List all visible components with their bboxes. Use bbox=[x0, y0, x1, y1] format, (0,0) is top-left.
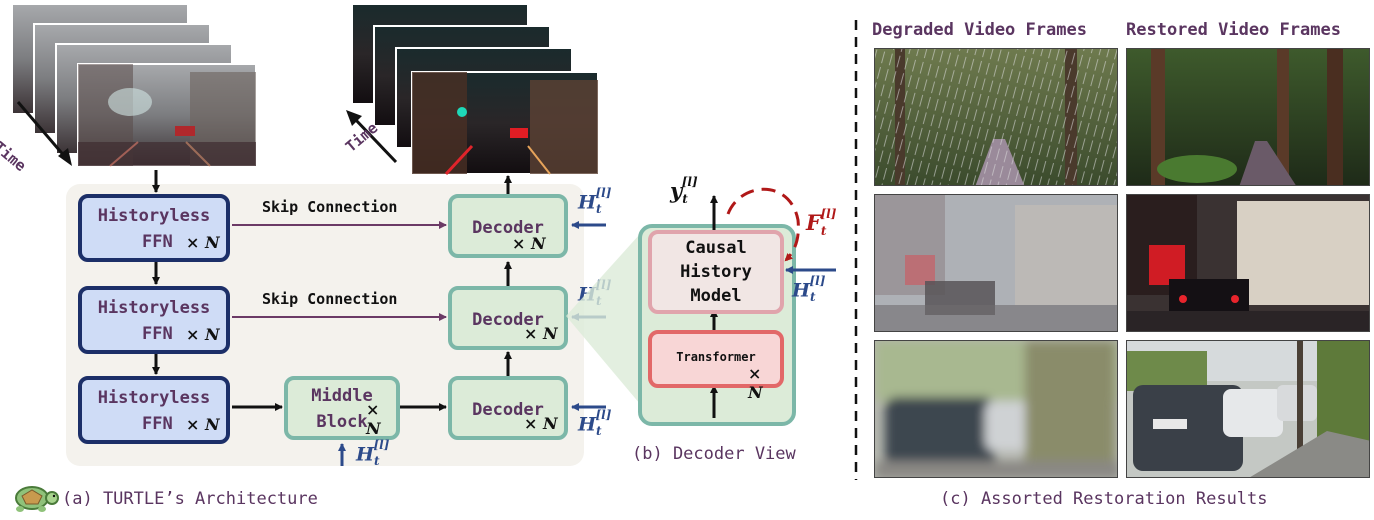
decoder-label: Decoder bbox=[472, 218, 544, 238]
causal-history-line2: History bbox=[680, 262, 752, 282]
degraded-frame-cars bbox=[874, 340, 1118, 478]
middle-block-multiplier: × N bbox=[366, 400, 381, 438]
restored-frame-cars bbox=[1126, 340, 1370, 478]
history-symbol-decoder1: Ht[l] bbox=[578, 186, 612, 217]
encoder-multiplier: × N bbox=[186, 233, 220, 252]
architecture-connections bbox=[152, 170, 606, 466]
encoder-title: Historyless bbox=[97, 388, 211, 408]
middle-block: Middle Block × N bbox=[284, 376, 400, 440]
history-symbol-decoder3: Ht[l] bbox=[578, 408, 612, 439]
middle-block-subtitle: Block bbox=[316, 412, 368, 432]
feature-loop-arrow bbox=[726, 187, 800, 262]
skip-connection-label: Skip Connection bbox=[262, 290, 398, 308]
encoder-title: Historyless bbox=[97, 298, 211, 318]
output-frame-stack bbox=[351, 3, 599, 176]
turtle-logo bbox=[15, 486, 59, 512]
encoder-multiplier: × N bbox=[186, 325, 220, 344]
panel-a-caption: (a) TURTLE’s Architecture bbox=[62, 489, 318, 509]
panel-divider bbox=[854, 20, 858, 480]
decoder-multiplier: × N bbox=[524, 414, 558, 433]
output-frame-front bbox=[411, 71, 599, 176]
panel-c-caption: (c) Assorted Restoration Results bbox=[940, 489, 1268, 509]
time-arrow-left bbox=[16, 101, 72, 166]
decoder-label: Decoder bbox=[472, 400, 544, 420]
input-frame-stack bbox=[11, 3, 257, 167]
causal-history-model-block: Causal History Model bbox=[648, 230, 784, 314]
decoder-multiplier: × N bbox=[512, 234, 546, 253]
encoder-block-3: Historyless FFN × N bbox=[78, 376, 230, 444]
encoder-block-1: Historyless FFN × N bbox=[78, 194, 230, 262]
transformer-multiplier: × N bbox=[748, 364, 763, 402]
input-frame-front bbox=[77, 63, 257, 167]
decoder-label: Decoder bbox=[472, 310, 544, 330]
feature-symbol: Ft[l] bbox=[806, 207, 837, 239]
encoder-subtitle: FFN bbox=[142, 414, 173, 434]
panel-b-caption: (b) Decoder View bbox=[632, 444, 796, 464]
encoder-block-2: Historyless FFN × N bbox=[78, 286, 230, 354]
skip-connection-label: Skip Connection bbox=[262, 198, 398, 216]
decoder-block-2: Decoder × N bbox=[448, 286, 568, 350]
history-symbol-decoder-view: Ht[l] bbox=[792, 274, 826, 305]
middle-block-title: Middle bbox=[311, 386, 373, 406]
output-symbol: yt[l] bbox=[670, 175, 698, 207]
decoder-zoom-wedge bbox=[566, 234, 640, 404]
time-arrow-right bbox=[346, 110, 398, 164]
decoder-block-1: Decoder × N bbox=[448, 194, 568, 258]
restored-column-title: Restored Video Frames bbox=[1126, 20, 1341, 40]
transformer-block: Transformer × N bbox=[648, 330, 784, 402]
encoder-subtitle: FFN bbox=[142, 324, 173, 344]
decoder-multiplier: × N bbox=[524, 324, 558, 343]
decoder-block-3: Decoder × N bbox=[448, 376, 568, 440]
degraded-frame-forest bbox=[874, 48, 1118, 186]
causal-history-line1: Causal bbox=[685, 238, 747, 258]
restored-frame-forest bbox=[1126, 48, 1370, 186]
restored-frame-street bbox=[1126, 194, 1370, 332]
encoder-multiplier: × N bbox=[186, 415, 220, 434]
history-symbol-middle: Ht[l] bbox=[356, 438, 390, 469]
degraded-frame-street bbox=[874, 194, 1118, 332]
encoder-title: Historyless bbox=[97, 206, 211, 226]
transformer-label: Transformer bbox=[676, 350, 756, 364]
causal-history-line3: Model bbox=[690, 286, 742, 306]
degraded-column-title: Degraded Video Frames bbox=[872, 20, 1087, 40]
encoder-subtitle: FFN bbox=[142, 232, 173, 252]
